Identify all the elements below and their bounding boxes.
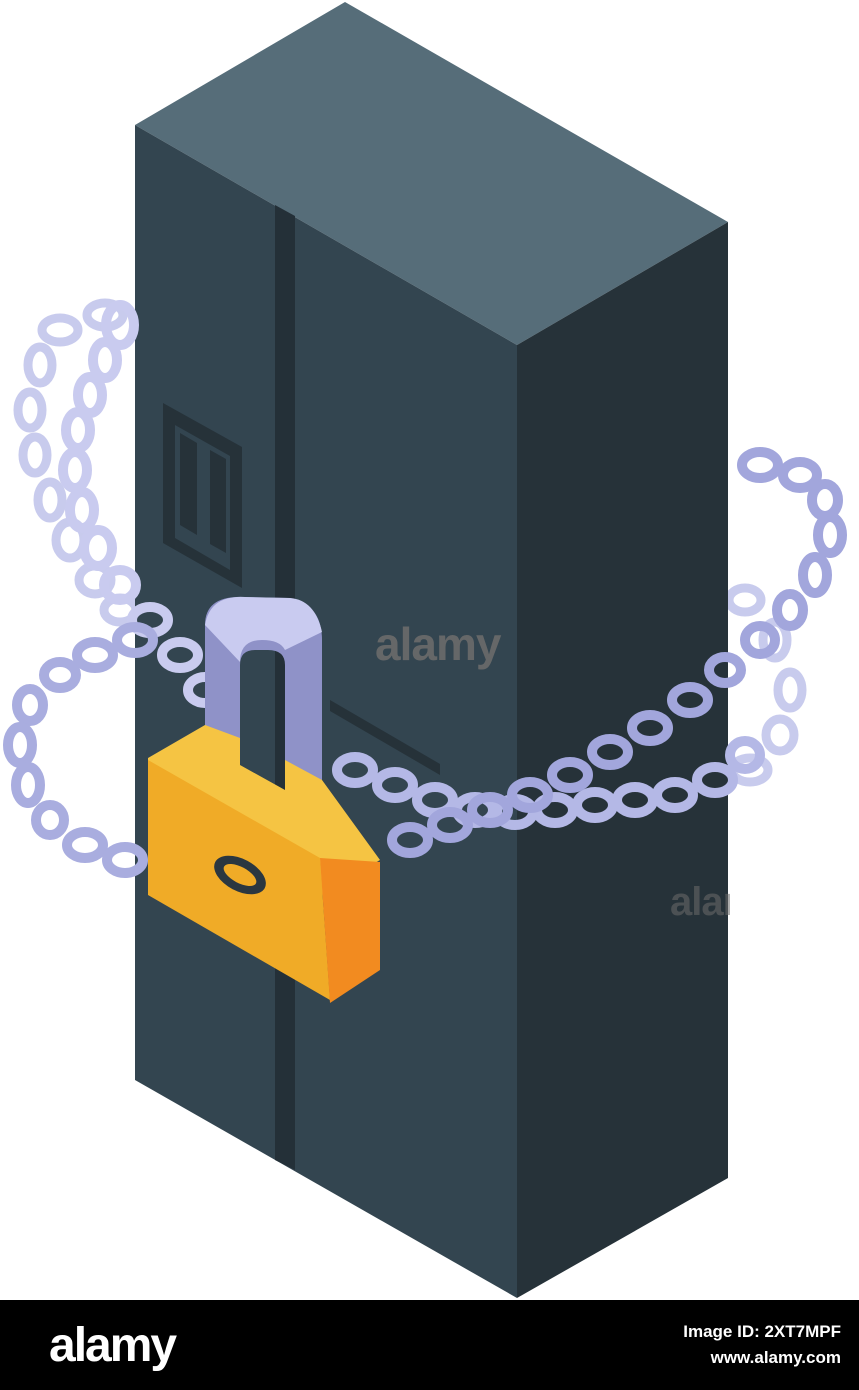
image-id-label: Image ID: 2XT7MPF [683, 1322, 841, 1341]
padlock [148, 596, 380, 1003]
padlock-side [320, 858, 380, 1003]
cabinet-top [135, 2, 728, 345]
footer-bar: alamy Image ID: 2XT7MPF www.alamy.com [0, 1300, 859, 1390]
door-handle [330, 700, 440, 775]
illustration: alamy alamy [3, 2, 847, 1298]
padlock-top [148, 725, 380, 895]
watermark-center: alamy [375, 618, 501, 670]
vent-bar-right [210, 450, 226, 553]
footer-logo: alamy [49, 1319, 177, 1372]
locked-cabinet-illustration [3, 2, 847, 1298]
cabinet-front [135, 125, 517, 1298]
watermark-side: alamy [670, 880, 730, 924]
vent-bar-left [180, 433, 197, 535]
padlock-shackle-top [205, 596, 322, 662]
site-url-label: www.alamy.com [710, 1348, 841, 1367]
